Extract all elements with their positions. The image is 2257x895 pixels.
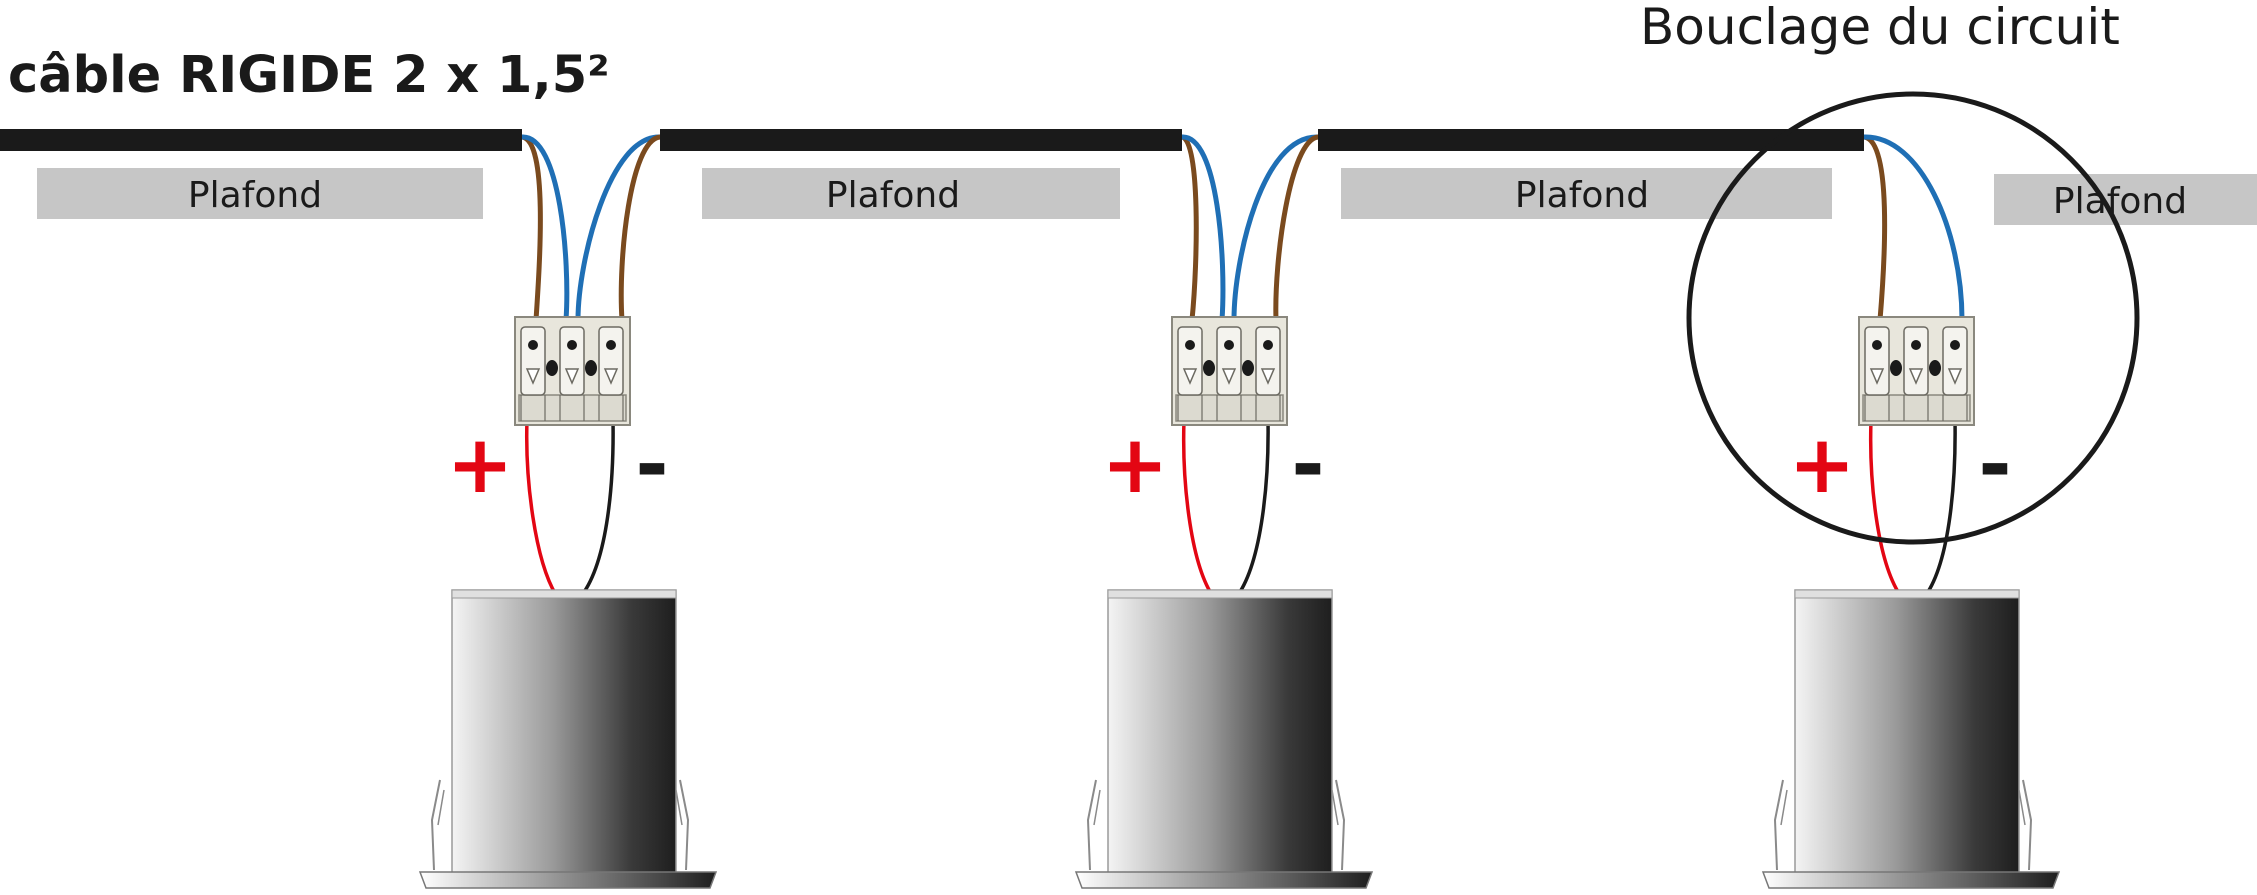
plus-sign-3: + xyxy=(1788,418,1855,511)
lamp-wires-1 xyxy=(525,419,615,597)
loop-label: Bouclage du circuit xyxy=(1640,0,2120,56)
plus-sign-1: + xyxy=(446,418,513,511)
connector-slot xyxy=(1216,326,1242,421)
ceiling-panel-2: Plafond xyxy=(702,168,1120,219)
wago-connector-3 xyxy=(1858,316,1975,426)
spotlight-2 xyxy=(1074,589,1374,889)
connector-slot xyxy=(1177,326,1203,421)
ceiling-label-1: Plafond xyxy=(188,175,322,216)
cable-title: câble RIGIDE 2 x 1,5² xyxy=(8,46,610,105)
supply-wires-3 xyxy=(1861,134,1965,323)
ceiling-panel-3: Plafond xyxy=(1341,168,1832,219)
ceiling-label-3: Plafond xyxy=(1515,175,1649,216)
ceiling-label-2: Plafond xyxy=(826,175,960,216)
connector-slot xyxy=(1942,326,1968,421)
spotlight-3 xyxy=(1761,589,2061,889)
connector-slot xyxy=(1255,326,1281,421)
cable-segment-2 xyxy=(660,129,1182,151)
cable-segments xyxy=(0,129,1864,151)
minus-sign-2: - xyxy=(1291,418,1324,511)
ceiling-panel-4: Plafond xyxy=(1994,174,2257,225)
loop-highlight-circle xyxy=(1686,91,2140,545)
minus-sign-3: - xyxy=(1978,418,2011,511)
ceiling-panel-1: Plafond xyxy=(37,168,483,219)
wago-connector-2 xyxy=(1171,316,1288,426)
lamp-wires-2 xyxy=(1181,419,1270,596)
cable-segment-1 xyxy=(0,129,522,151)
connector-slot xyxy=(1903,326,1929,421)
lamp-wires-3 xyxy=(1868,419,1957,596)
wago-connector-1 xyxy=(514,316,631,426)
connector-slot xyxy=(520,326,546,421)
spotlight-1 xyxy=(418,589,718,889)
minus-sign-1: - xyxy=(635,418,668,511)
connector-slot xyxy=(1864,326,1890,421)
connector-slot xyxy=(559,326,585,421)
cable-segment-3 xyxy=(1318,129,1864,151)
plus-sign-2: + xyxy=(1101,418,1168,511)
supply-wires-2 xyxy=(1179,134,1321,323)
connector-slot xyxy=(598,326,624,421)
supply-wires-1 xyxy=(519,134,663,323)
ceiling-label-4: Plafond xyxy=(2053,181,2187,222)
